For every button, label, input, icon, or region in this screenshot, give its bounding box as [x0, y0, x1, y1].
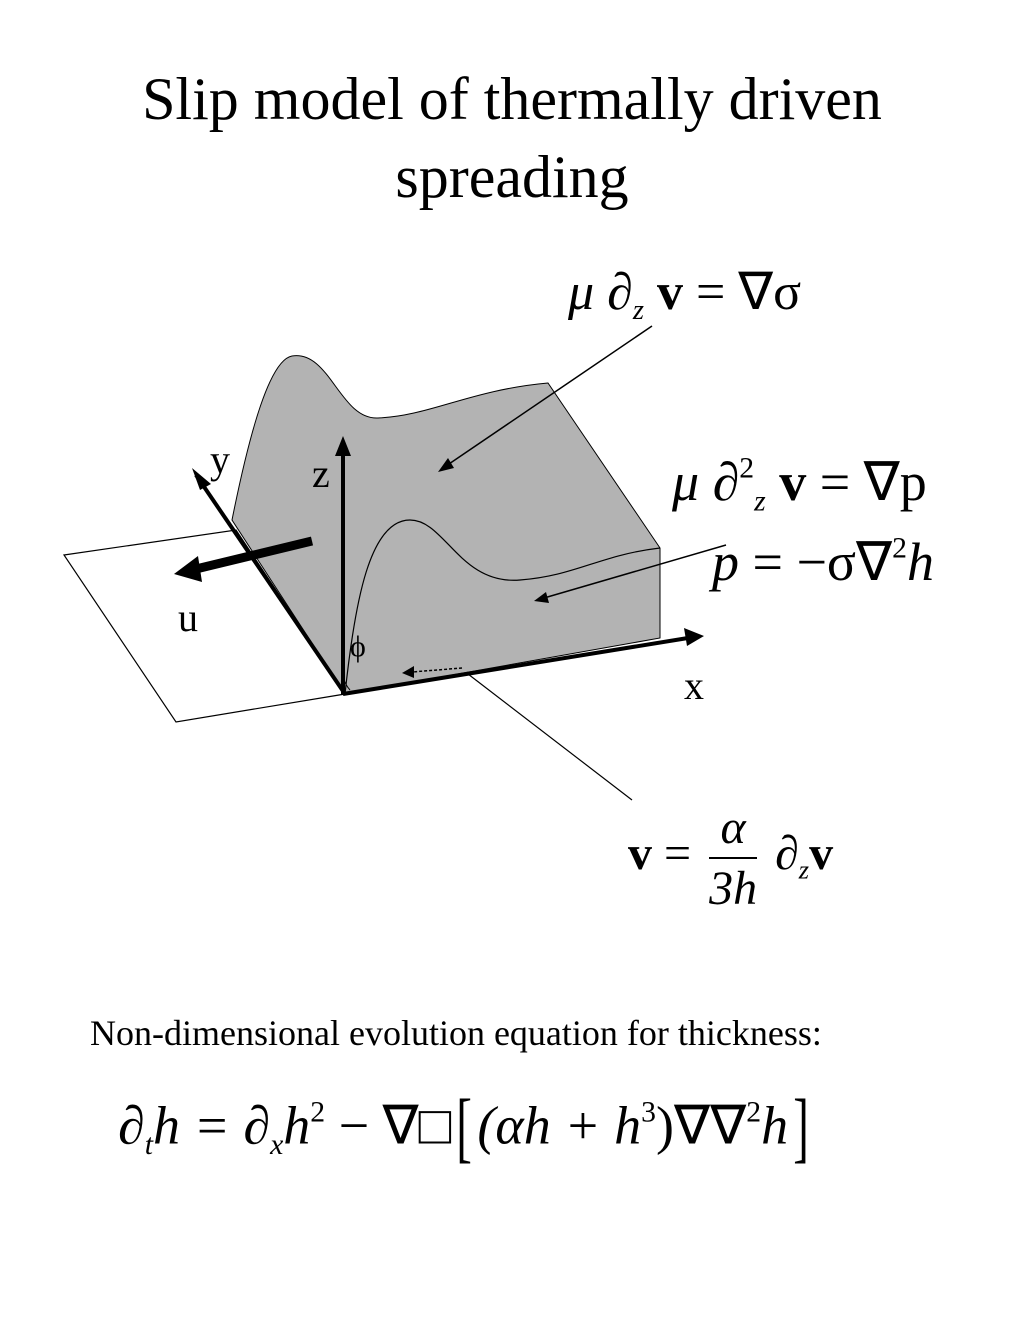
- slide-title: Slip model of thermally driven spreading: [0, 60, 1024, 216]
- x-axis-arrowhead: [684, 628, 704, 646]
- title-line-1: Slip model of thermally driven: [142, 66, 882, 132]
- pressure-equation: p = −σ∇2h: [712, 532, 934, 592]
- x-axis: [342, 636, 689, 696]
- leader-slip: [467, 673, 633, 801]
- y-axis-arrowhead: [192, 468, 211, 490]
- y-axis: [194, 473, 347, 696]
- contact-angle-label: ϕ: [350, 630, 366, 663]
- z-axis-arrowhead: [335, 436, 351, 456]
- evolution-equation: ∂th = ∂xh2 − ∇□[(αh + h3)∇∇2h]: [118, 1083, 809, 1170]
- evolution-note: Non-dimensional evolution equation for t…: [90, 1013, 822, 1053]
- z-axis-label: z: [312, 451, 330, 496]
- bulk-flow-equation: μ ∂2z v = ∇p: [672, 452, 927, 518]
- fluid-film: [231, 355, 661, 695]
- contact-angle-arc: [341, 663, 351, 691]
- u-arrowhead: [174, 556, 202, 582]
- slip-condition-equation: v = α 3h ∂zv: [628, 801, 834, 915]
- x-axis-label: x: [684, 663, 704, 708]
- leader-bulk: [543, 544, 727, 599]
- y-axis-label: y: [210, 437, 230, 482]
- surface-stress-equation: μ ∂z v = ∇σ: [568, 264, 802, 326]
- leader-bulk-arrowhead: [534, 592, 549, 603]
- leader-surface: [445, 325, 653, 467]
- slip-dotted-arrow: [411, 667, 463, 673]
- slip-arrowhead: [402, 666, 414, 678]
- film-profile-curve: [344, 519, 661, 695]
- slip-fraction: α 3h: [709, 801, 758, 915]
- u-label: u: [178, 595, 198, 640]
- u-velocity-arrow: [194, 536, 314, 574]
- title-line-2: spreading: [395, 144, 629, 210]
- leader-surface-arrowhead: [438, 458, 454, 472]
